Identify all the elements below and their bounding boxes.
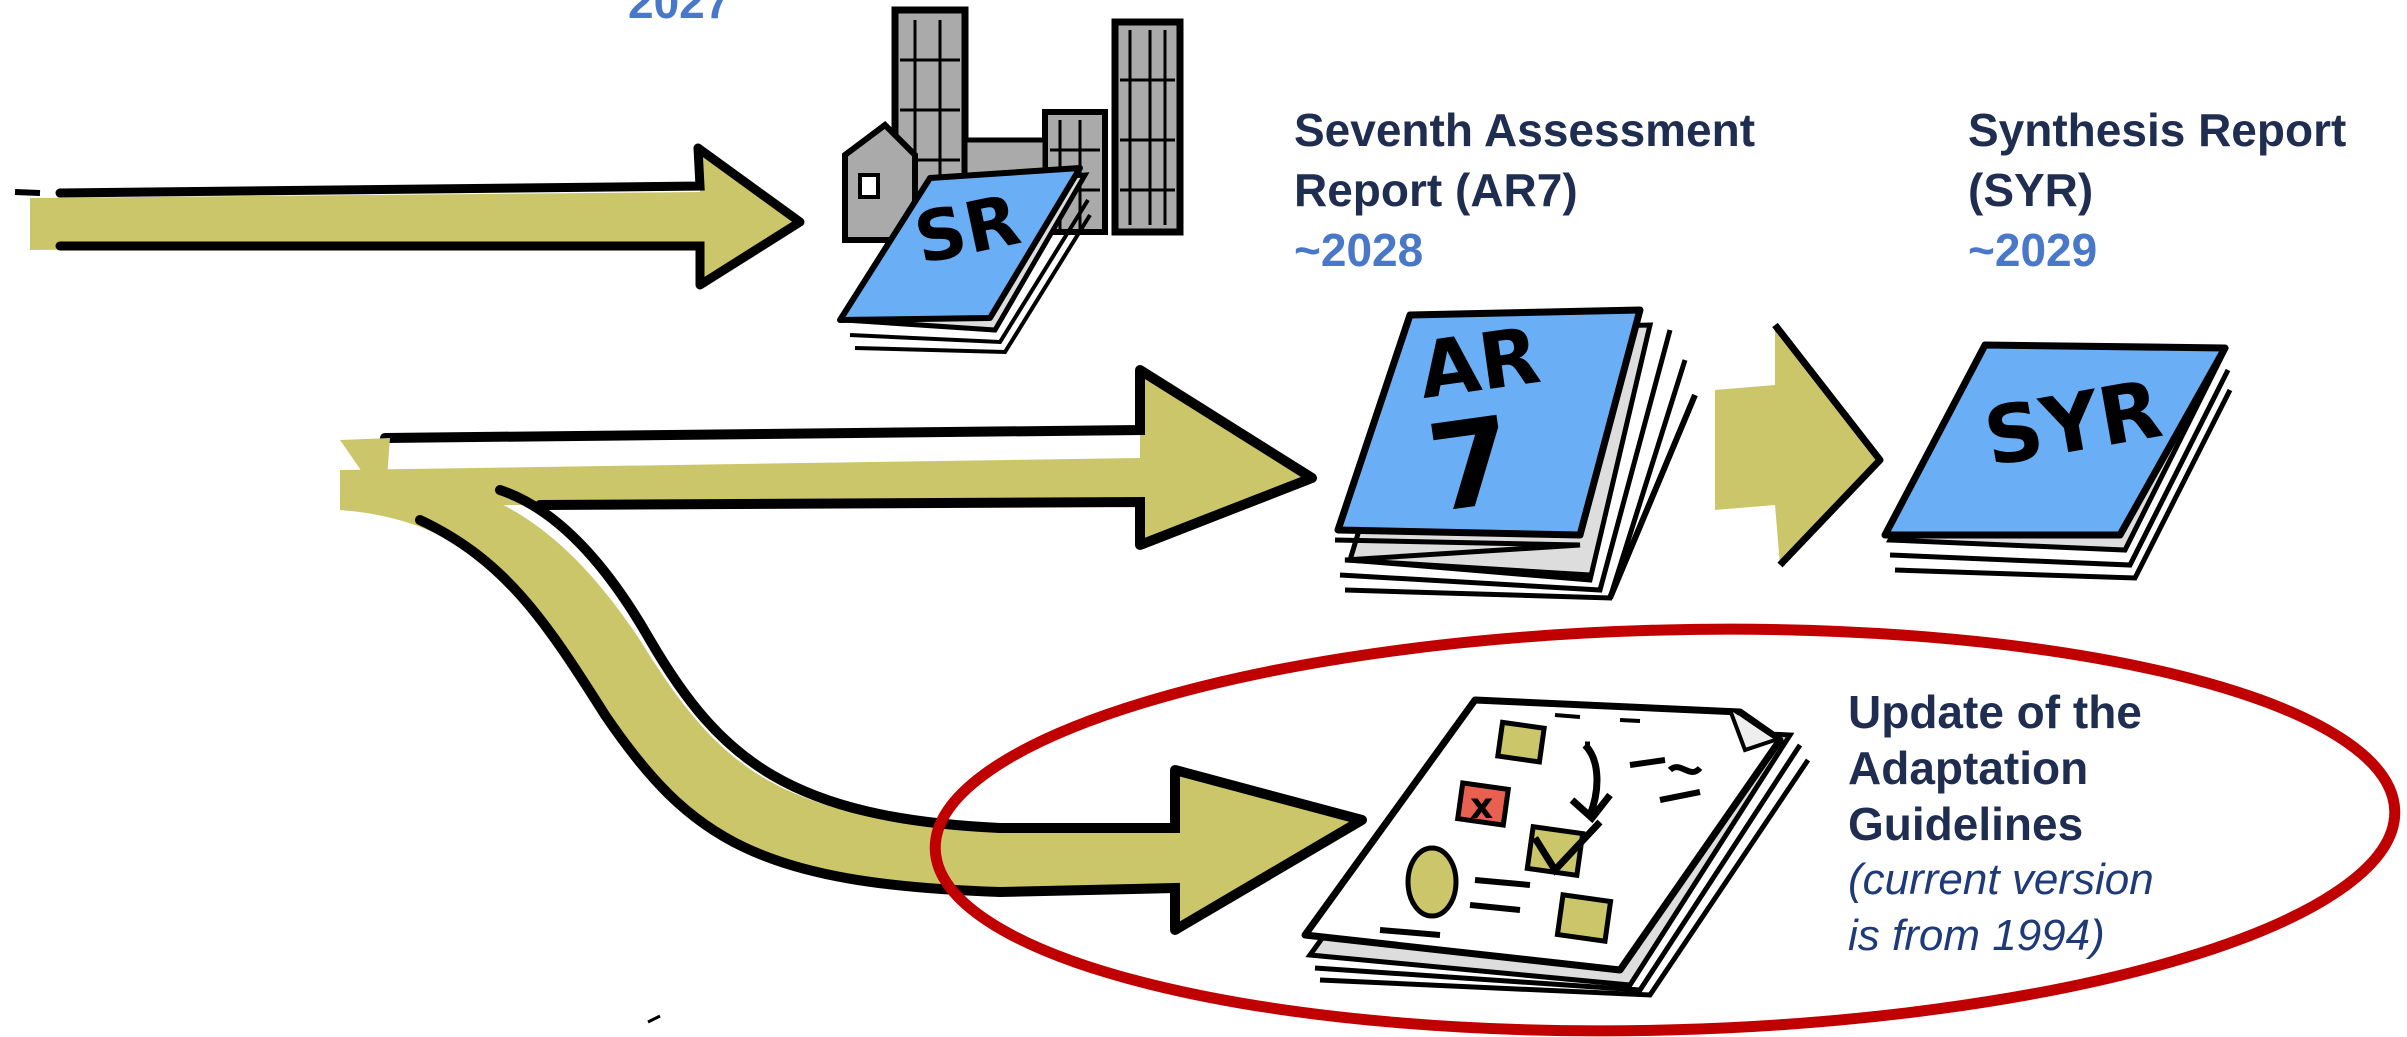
sr-book: SR (837, 165, 1092, 355)
stray-mark (647, 1014, 661, 1024)
syr-title-line2: (SYR) (1968, 164, 2094, 216)
guidelines-note-line1: (current version (1848, 855, 2154, 904)
ar7-title-line1: Seventh Assessment (1294, 104, 1756, 156)
guidelines-title-line3: Guidelines (1848, 798, 2084, 850)
ar7-year: ~2028 (1294, 224, 1424, 276)
guidelines-checklist: x (1301, 696, 1811, 998)
guidelines-note-line2: is from 1994) (1848, 911, 2105, 960)
ar7-label: Seventh Assessment Report (AR7) ~2028 (1294, 100, 1755, 280)
arrow-to-sr (14, 143, 805, 290)
syr-label: Synthesis Report (SYR) ~2029 (1968, 100, 2346, 280)
ar7-book-label-line1: AR (1413, 311, 1545, 417)
guidelines-label: Update of the Adaptation Guidelines (cur… (1848, 684, 2154, 964)
sr-year: 2027 (628, 0, 731, 28)
highlight-ellipse (929, 623, 2401, 1037)
arrow-ar7-to-syr (1715, 322, 1884, 568)
guidelines-title-line1: Update of the (1848, 686, 2142, 738)
guidelines-title-line2: Adaptation (1848, 742, 2089, 794)
ar7-title-line2: Report (AR7) (1294, 164, 1578, 216)
arrow-to-guidelines (340, 470, 1367, 935)
syr-title-line1: Synthesis Report (1968, 104, 2347, 156)
checklist-x-mark: x (1470, 786, 1493, 827)
syr-book: SYR (1881, 341, 2233, 581)
ar7-book: AR 7 (1334, 306, 1698, 601)
ar7-book-label-line2: 7 (1420, 391, 1522, 540)
syr-year: ~2029 (1968, 224, 2098, 276)
